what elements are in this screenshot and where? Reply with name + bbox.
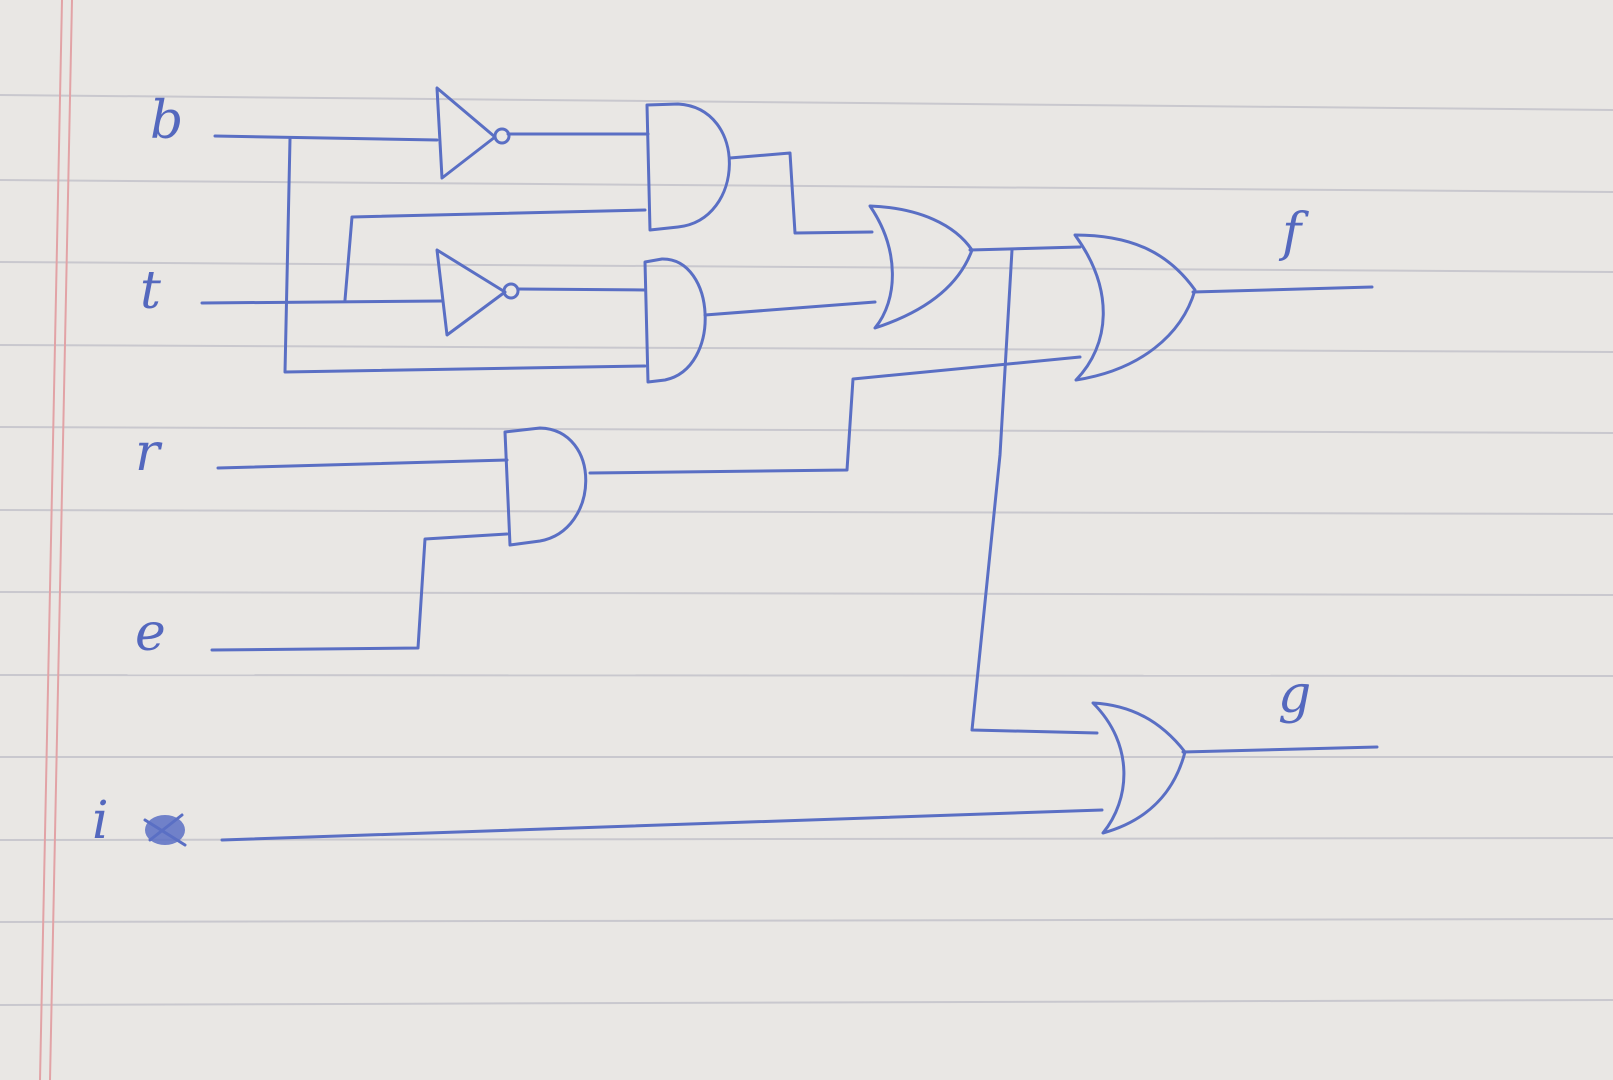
inversion-bubble bbox=[493, 127, 511, 145]
notebook-rules bbox=[0, 94, 1613, 1006]
wire-and3-out bbox=[588, 355, 1082, 475]
wire-b-branch bbox=[283, 137, 647, 374]
wire-and2-out bbox=[703, 300, 877, 317]
output-label-f: f bbox=[1278, 203, 1309, 263]
wire-f-out bbox=[1191, 285, 1374, 294]
wire-t bbox=[200, 299, 444, 305]
wire-g-out bbox=[1181, 745, 1379, 754]
gate-not-t bbox=[435, 248, 520, 337]
wire-not-t-out bbox=[516, 287, 647, 292]
wire-or1-to-or-g bbox=[970, 248, 1099, 735]
wire-r bbox=[216, 458, 509, 470]
margin-line-2 bbox=[49, 0, 73, 1080]
wire-or1-out bbox=[968, 245, 1082, 252]
margin-line bbox=[39, 0, 63, 1080]
input-label-e: e bbox=[135, 603, 166, 663]
gate-and-2 bbox=[643, 257, 707, 384]
gate-or-f bbox=[1073, 233, 1197, 382]
wire-and1-out bbox=[728, 151, 874, 235]
input-label-b: b bbox=[150, 91, 183, 151]
wires bbox=[200, 132, 1379, 842]
gate-not-b bbox=[435, 86, 511, 180]
output-label-g: g bbox=[1278, 665, 1311, 725]
wire-t-branch bbox=[343, 208, 647, 302]
input-label-t: t bbox=[140, 261, 161, 321]
wire-i bbox=[220, 808, 1104, 842]
input-label-r: r bbox=[135, 423, 163, 483]
gate-and-1 bbox=[645, 102, 731, 232]
input-label-i: i bbox=[92, 791, 109, 851]
inversion-bubble bbox=[502, 282, 520, 300]
wire-b bbox=[213, 134, 439, 142]
gate-or-1 bbox=[868, 204, 974, 330]
gate-and-3 bbox=[503, 426, 588, 547]
gate-or-g bbox=[1091, 701, 1187, 835]
scribbled-out-mark bbox=[143, 813, 187, 847]
wire-e bbox=[210, 532, 509, 652]
